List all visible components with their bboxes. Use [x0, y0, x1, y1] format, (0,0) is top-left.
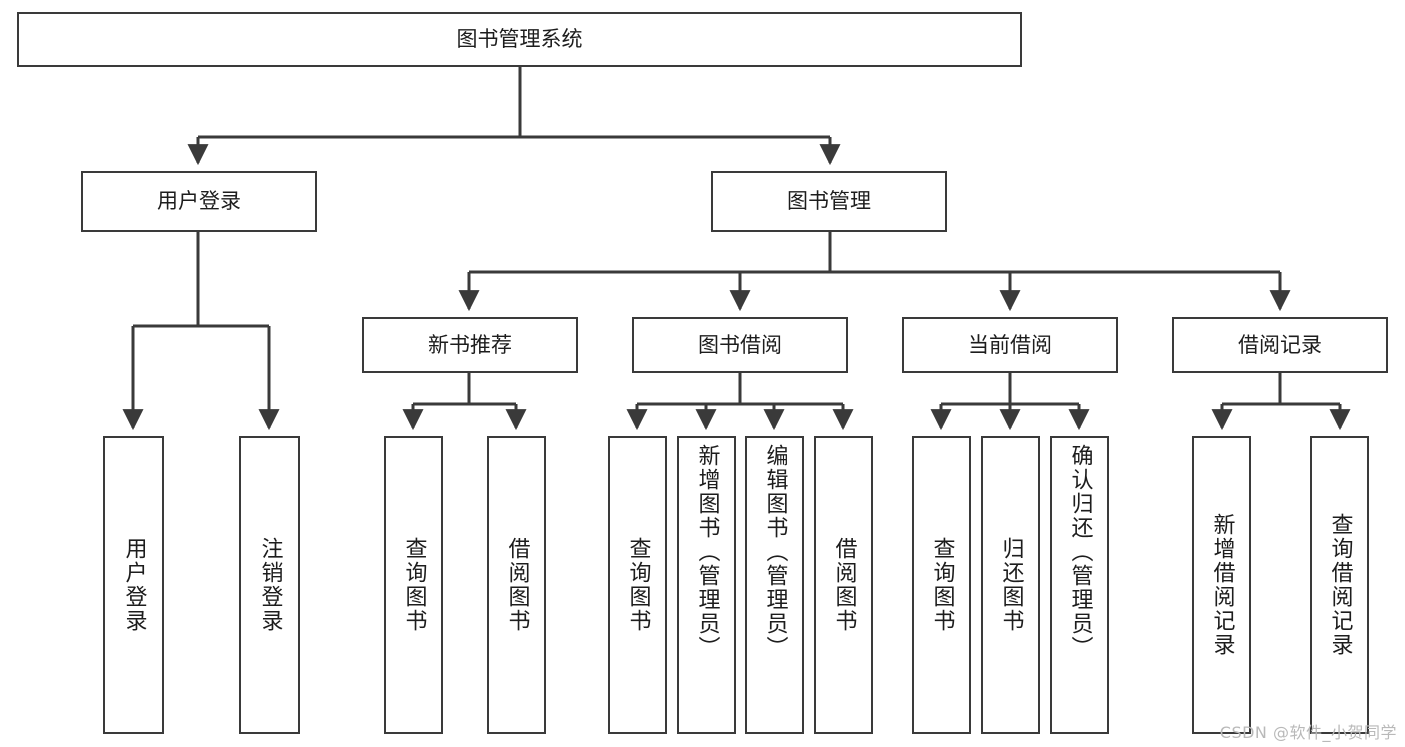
node-book-manage[interactable]: 图书管理 [711, 171, 947, 232]
leaf-new-book-query-label: 查询图书 [401, 537, 427, 633]
leaf-new-book-borrow[interactable]: 借阅图书 [487, 436, 546, 734]
watermark: CSDN @软件_小贺同学 [1219, 723, 1397, 742]
leaf-book-borrow-edit-label: 编辑图书（管理员） [762, 444, 788, 660]
node-current-borrow[interactable]: 当前借阅 [902, 317, 1118, 373]
node-book-manage-label: 图书管理 [787, 189, 871, 214]
leaf-user-login-signin[interactable]: 用户登录 [103, 436, 164, 734]
node-user-login[interactable]: 用户登录 [81, 171, 317, 232]
node-borrow-record-label: 借阅记录 [1238, 332, 1322, 357]
node-book-borrow-label: 图书借阅 [698, 332, 782, 357]
leaf-current-borrow-return-label: 归还图书 [998, 537, 1024, 633]
leaf-current-borrow-query[interactable]: 查询图书 [912, 436, 971, 734]
leaf-new-book-query[interactable]: 查询图书 [384, 436, 443, 734]
leaf-borrow-record-query[interactable]: 查询借阅记录 [1310, 436, 1369, 734]
leaf-book-borrow-borrow-label: 借阅图书 [831, 537, 857, 633]
leaf-borrow-record-add[interactable]: 新增借阅记录 [1192, 436, 1251, 734]
leaf-current-borrow-query-label: 查询图书 [929, 537, 955, 633]
leaf-borrow-record-query-label: 查询借阅记录 [1327, 513, 1353, 657]
leaf-current-borrow-confirm-label: 确认归还（管理员） [1067, 444, 1093, 660]
node-current-borrow-label: 当前借阅 [968, 332, 1052, 357]
node-user-login-label: 用户登录 [157, 189, 241, 214]
leaf-book-borrow-query-label: 查询图书 [625, 537, 651, 633]
node-book-borrow[interactable]: 图书借阅 [632, 317, 848, 373]
leaf-user-login-signout-label: 注销登录 [257, 537, 283, 633]
node-root-label: 图书管理系统 [456, 27, 583, 52]
leaf-new-book-borrow-label: 借阅图书 [504, 537, 530, 633]
leaf-borrow-record-add-label: 新增借阅记录 [1209, 513, 1235, 657]
leaf-user-login-signout[interactable]: 注销登录 [239, 436, 300, 734]
leaf-current-borrow-return[interactable]: 归还图书 [981, 436, 1040, 734]
node-new-book-recommend-label: 新书推荐 [428, 332, 512, 357]
node-root[interactable]: 图书管理系统 [17, 12, 1022, 67]
leaf-book-borrow-borrow[interactable]: 借阅图书 [814, 436, 873, 734]
node-borrow-record[interactable]: 借阅记录 [1172, 317, 1388, 373]
leaf-book-borrow-query[interactable]: 查询图书 [608, 436, 667, 734]
node-new-book-recommend[interactable]: 新书推荐 [362, 317, 578, 373]
leaf-book-borrow-add-label: 新增图书（管理员） [694, 444, 720, 660]
leaf-book-borrow-add[interactable]: 新增图书（管理员） [677, 436, 736, 734]
leaf-book-borrow-edit[interactable]: 编辑图书（管理员） [745, 436, 804, 734]
leaf-user-login-signin-label: 用户登录 [121, 537, 147, 633]
leaf-current-borrow-confirm[interactable]: 确认归还（管理员） [1050, 436, 1109, 734]
